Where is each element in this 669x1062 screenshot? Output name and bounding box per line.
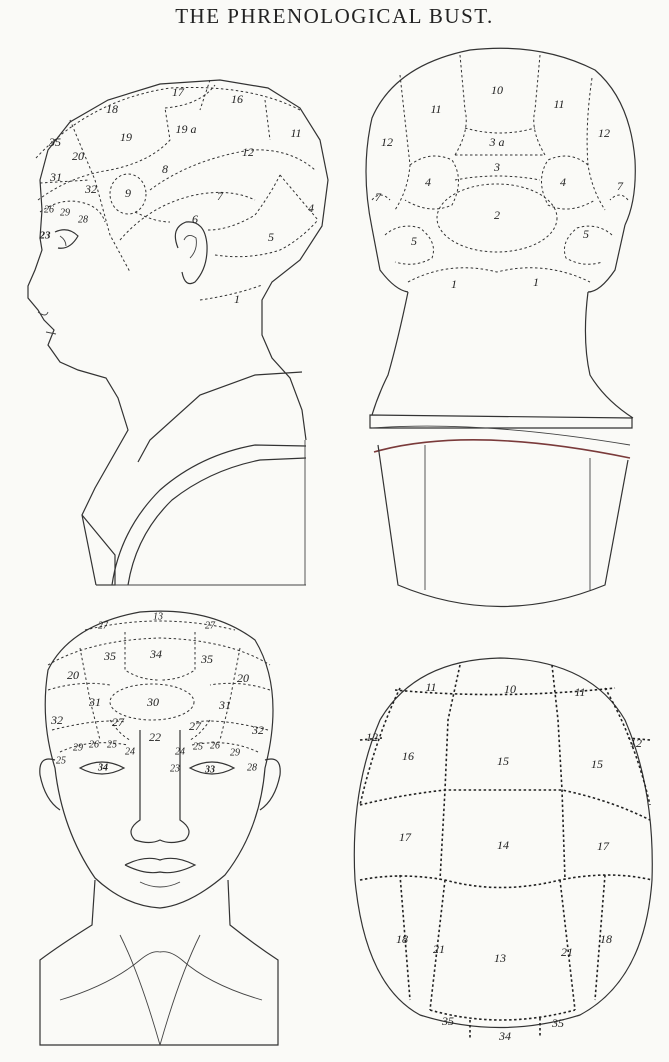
profile-ear (175, 222, 207, 284)
back-number: 11 (553, 97, 564, 111)
top-number: 10 (504, 682, 516, 696)
back-number: 5 (583, 227, 589, 241)
front-number: 27 (98, 620, 109, 631)
top-number: 35 (551, 1016, 564, 1030)
top-number: 11 (425, 680, 436, 694)
front-number: 22 (149, 730, 161, 744)
profile-number: 32 (84, 182, 97, 196)
profile-number: 12 (242, 145, 254, 159)
front-number: 28 (247, 762, 257, 773)
front-number: 25 (107, 739, 117, 750)
profile-number: 20 (72, 149, 84, 163)
profile-number: 23 (39, 230, 52, 242)
top-number: 12 (366, 730, 378, 744)
profile-number: 26 (44, 204, 54, 215)
top-number: 11 (574, 685, 585, 699)
top-number: 12 (630, 736, 642, 750)
front-number: 30 (146, 695, 159, 709)
profile-number: 28 (78, 214, 88, 225)
front-number: 20 (237, 671, 249, 685)
profile-number: 19 (120, 130, 132, 144)
top-number: 17 (597, 839, 610, 853)
front-number: 23 (170, 763, 180, 774)
front-number: 32 (50, 713, 63, 727)
front-number: 34 (149, 647, 162, 661)
back-view: 10 11 11 12 12 3 a 3 4 4 7 7 2 5 5 1 1 (366, 48, 635, 606)
front-number: 24 (125, 746, 135, 757)
front-number: 20 (67, 668, 79, 682)
profile-number: 4 (308, 201, 314, 215)
front-number: 13 (153, 611, 163, 622)
front-number: 25 (56, 755, 66, 766)
front-number: 35 (103, 649, 116, 663)
back-number: 3 a (489, 135, 505, 149)
profile-number: 5 (268, 230, 274, 244)
front-number: 24 (175, 746, 185, 757)
front-number: 31 (218, 698, 231, 712)
back-number: 12 (598, 126, 610, 140)
profile-number: 29 (60, 207, 70, 218)
back-number: 4 (560, 175, 566, 189)
profile-view: 17 16 18 19 a 19 11 35 20 12 31 8 32 9 7… (28, 80, 328, 585)
front-number: 31 (88, 695, 101, 709)
back-number: 4 (425, 175, 431, 189)
front-view: 13 27 27 34 35 35 20 20 30 31 31 32 32 2… (40, 611, 280, 1045)
top-number: 13 (494, 951, 506, 965)
profile-number: 16 (231, 92, 243, 106)
back-number: 2 (494, 208, 500, 222)
profile-number: 1 (234, 292, 240, 306)
back-number: 1 (533, 275, 539, 289)
top-number: 18 (396, 932, 408, 946)
front-number: 34 (97, 762, 108, 773)
back-number: 7 (375, 190, 382, 204)
back-number: 5 (411, 234, 417, 248)
front-number: 33 (204, 764, 215, 775)
top-number: 17 (399, 830, 412, 844)
profile-number: 18 (106, 102, 118, 116)
front-number: 32 (251, 723, 264, 737)
back-number: 11 (430, 102, 441, 116)
front-number: 26 (210, 740, 220, 751)
top-number: 14 (497, 838, 509, 852)
top-number: 16 (402, 749, 414, 763)
profile-number: 6 (192, 212, 198, 226)
top-number: 21 (561, 945, 573, 959)
profile-number: 19 a (176, 122, 197, 136)
front-number: 27 (189, 719, 202, 733)
top-number: 34 (498, 1029, 511, 1043)
back-number: 10 (491, 83, 503, 97)
front-number: 27 (112, 715, 125, 729)
profile-number: 9 (125, 186, 131, 200)
back-number: 12 (381, 135, 393, 149)
front-number: 29 (230, 747, 240, 758)
top-number: 35 (441, 1014, 454, 1028)
back-number: 1 (451, 277, 457, 291)
top-number: 15 (591, 757, 603, 771)
front-number: 26 (89, 739, 99, 750)
front-number: 27 (205, 620, 216, 631)
profile-eye (55, 230, 78, 249)
back-number: 7 (617, 179, 624, 193)
profile-number: 17 (172, 85, 185, 99)
top-number: 18 (600, 932, 612, 946)
front-number: 29 (73, 742, 83, 753)
profile-number: 7 (217, 189, 224, 203)
top-number: 15 (497, 754, 509, 768)
profile-number: 35 (48, 135, 61, 149)
front-number: 25 (193, 741, 203, 752)
top-number: 21 (433, 942, 445, 956)
profile-number: 31 (49, 170, 62, 184)
top-view: 10 11 11 12 12 16 15 15 17 14 17 18 21 1… (354, 658, 652, 1043)
front-number: 35 (200, 652, 213, 666)
profile-number: 11 (290, 126, 301, 140)
profile-number: 8 (162, 162, 168, 176)
back-number: 3 (493, 160, 500, 174)
